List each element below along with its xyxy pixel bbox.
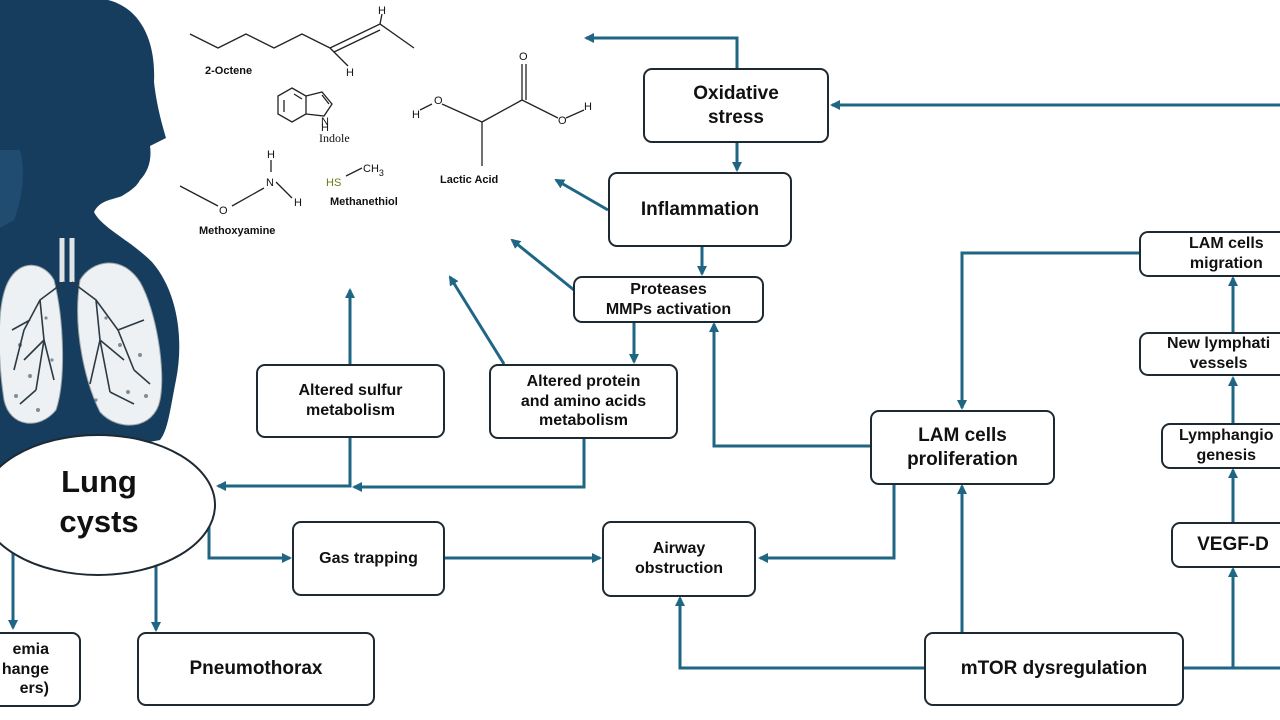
pneumothorax-box: Pneumothorax (137, 632, 375, 706)
lungs-icon (0, 238, 163, 426)
arrow-protein-to-cysts (352, 438, 586, 492)
new-lymphatic-vessels-box: New lymphati vessels (1139, 332, 1280, 376)
lung-cysts-label: Lung cysts (59, 464, 139, 539)
atom-h: H (584, 101, 592, 113)
arrow-oxidative-to-metabolites (584, 33, 739, 68)
altered-sulfur-box: Altered sulfur metabolism (256, 364, 445, 438)
atom-o: O (219, 205, 228, 217)
vegf-d-box: VEGF-D (1171, 522, 1280, 568)
gas-trapping-box: Gas trapping (292, 521, 445, 596)
arrow-lam-to-airway (758, 484, 896, 563)
arrow-migration-to-lam (957, 251, 1140, 410)
arrow-proteases-to-metabolites (510, 238, 575, 292)
atom-h: H (412, 109, 420, 121)
lam-proliferation-box: LAM cells proliferation (870, 410, 1055, 485)
atom-n: N (266, 177, 274, 189)
arrow-mtor-to-airway (675, 596, 924, 670)
oxidative-stress-box: Oxidative stress (643, 68, 829, 143)
atom-hs: HS (326, 177, 341, 189)
methanethiol-bond (345, 167, 363, 177)
octene-label: 2-Octene (205, 65, 253, 77)
arrow-inflammation-to-metabolites (554, 178, 609, 212)
arrow-lam-to-proteases (709, 322, 870, 448)
atom-h: H (267, 149, 275, 161)
airway-obstruction-box: Airway obstruction (602, 521, 756, 597)
atom-h: H (346, 67, 354, 79)
lam-migration-box: LAM cells migration (1139, 231, 1280, 277)
arrow-sulfur-to-cysts (216, 438, 352, 491)
methoxyamine-structure (179, 160, 293, 207)
inflammation-box: Inflammation (608, 172, 792, 247)
atom-ch3: CH3 (363, 163, 384, 178)
lymphangiogenesis-box: Lymphangio genesis (1161, 423, 1280, 469)
indole-label: Indole (319, 131, 350, 145)
atom-h: H (378, 5, 386, 17)
lactic-acid-label: Lactic Acid (440, 174, 499, 186)
altered-protein-box: Altered protein and amino acids metaboli… (489, 364, 678, 439)
methanethiol-label: Methanethiol (330, 196, 398, 208)
arrow-cysts-to-gas (207, 520, 292, 563)
proteases-box: Proteases MMPs activation (573, 276, 764, 323)
methoxyamine-label: Methoxyamine (199, 225, 276, 237)
indole-structure (277, 87, 333, 123)
atom-h: H (321, 122, 329, 134)
atom-o: O (519, 51, 528, 63)
octene-structure (189, 13, 415, 67)
mtor-dysregulation-box: mTOR dysregulation (924, 632, 1184, 706)
arrow-protein-to-metabolites (448, 275, 506, 365)
atom-o: O (434, 95, 443, 107)
atom-n: N (321, 116, 329, 128)
atom-o: O (558, 115, 567, 127)
hypoxemia-box: emia hange ers) (0, 632, 81, 707)
atom-h: H (294, 197, 302, 209)
lactic-acid-structure (419, 64, 585, 166)
